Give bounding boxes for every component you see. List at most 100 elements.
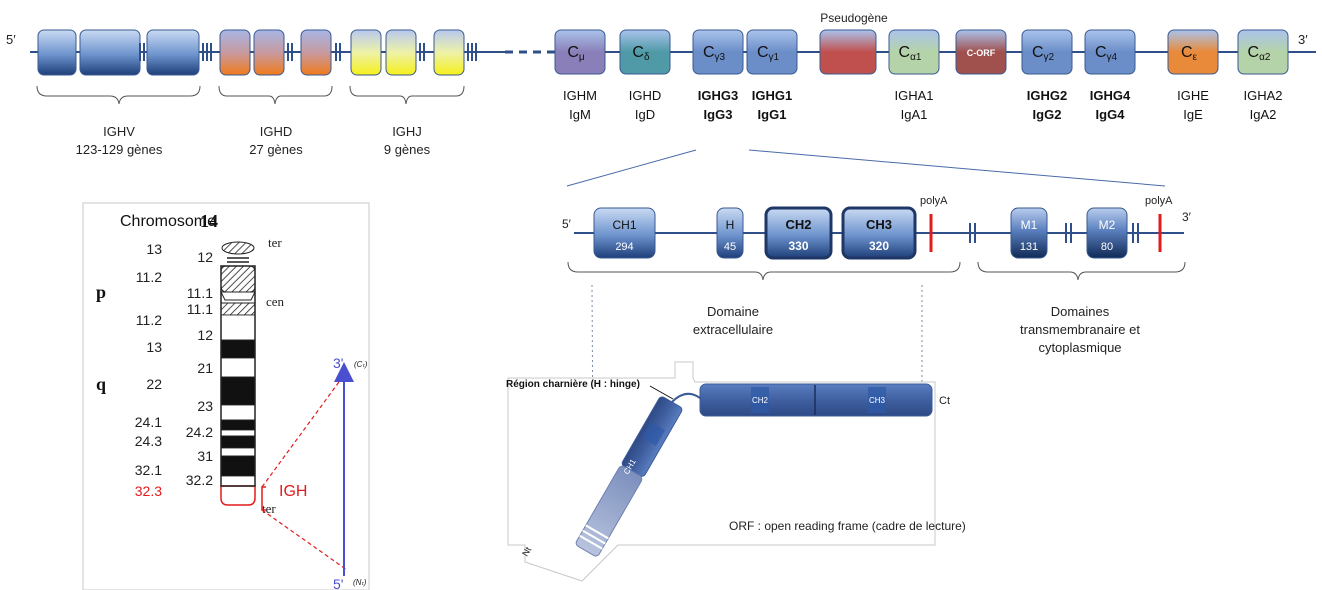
vh-segment — [575, 465, 643, 557]
left-band-label: 24.3 — [135, 433, 162, 449]
domain-labels: Domaine extracellulaire Domaines transme… — [693, 304, 1140, 355]
right-band-label: 21 — [197, 360, 213, 376]
protein-ch2-label: CH2 — [752, 396, 769, 405]
arrow-top-sub: (Cₜ) — [354, 360, 368, 369]
left-band-label: 11.2 — [136, 312, 162, 328]
ter-top-label: ter — [268, 235, 282, 250]
constant-gene-symbol: Cγ2 — [1032, 44, 1055, 63]
constant-gene-box — [1084, 29, 1136, 75]
isotype-label: IgE — [1183, 107, 1203, 122]
gene-name-label: IGHG3 — [698, 88, 738, 103]
ighv-segments — [37, 29, 200, 76]
isotype-label: IgA1 — [901, 107, 928, 122]
domain-transmembrane-line1: Domaines — [1051, 304, 1110, 319]
constant-gene-symbol: Cγ4 — [1095, 44, 1118, 63]
centromere-band — [220, 302, 256, 316]
right-band-label: 12 — [197, 327, 213, 343]
chromosome-band — [220, 357, 256, 378]
gene-name-label: IGHM — [563, 88, 597, 103]
constant-gene-box — [554, 29, 606, 75]
exon-name-label: M2 — [1099, 218, 1116, 232]
chromosome-band — [220, 435, 256, 449]
chromosome-band — [220, 419, 256, 431]
arm-p-label: p — [96, 282, 106, 302]
chromosome-band — [220, 314, 256, 341]
ch2-stripe — [751, 387, 769, 413]
right-band-label: 11.1 — [187, 301, 213, 317]
gene-name-label: IGHA1 — [894, 88, 933, 103]
exon-5prime-label: 5′ — [562, 217, 572, 231]
polya-label-2: polyA — [1145, 195, 1173, 207]
ch3-stripe — [868, 387, 886, 413]
exon-size-label: 80 — [1101, 241, 1113, 253]
gene-name-label: IGHG4 — [1090, 88, 1131, 103]
exon-name-label: CH3 — [866, 217, 892, 232]
gene-name-label: IGHG1 — [752, 88, 792, 103]
arrow-top-label: 3' — [333, 355, 343, 371]
group-name-ighj: IGHJ — [392, 124, 422, 139]
right-band-label: 31 — [197, 448, 213, 464]
right-band-label: 12 — [197, 249, 213, 265]
chromosome-ideogram — [220, 241, 256, 506]
domain-transmembrane-line3: cytoplasmique — [1038, 340, 1121, 355]
constant-gene-box — [888, 29, 940, 75]
exon-box-ch2 — [764, 206, 833, 260]
stalk-band — [220, 265, 256, 293]
constant-gene-symbol: Cε — [1181, 44, 1198, 63]
exon-box-ch3 — [841, 206, 917, 260]
constant-gene-symbol: Cα1 — [899, 44, 922, 63]
gene-name-label: IGHA2 — [1243, 88, 1282, 103]
locus-5prime-label: 5′ — [6, 32, 16, 47]
polya-markers: polyA polyA — [920, 195, 1173, 252]
right-band-label: 23 — [197, 398, 213, 414]
igh-band — [220, 485, 256, 506]
arrow-bottom-label: 5' — [333, 576, 343, 590]
domain-extracellular-line2: extracellulaire — [693, 322, 773, 337]
constant-gene-symbol: Cγ3 — [703, 44, 726, 63]
isotype-label: IgG3 — [704, 107, 733, 122]
exon-size-label: 45 — [724, 241, 736, 253]
left-band-label: 24.1 — [135, 414, 162, 430]
exon-name-label: CH2 — [785, 217, 811, 232]
igh-zoom-line-top — [261, 370, 348, 488]
protein-panel: CH2 CH3 Ct Région charnière (H : hinge) … — [506, 361, 966, 582]
locus-breaks — [139, 43, 477, 61]
chromosome-band — [220, 339, 256, 359]
isotype-label: IgD — [635, 107, 655, 122]
constant-gene-box — [955, 29, 1007, 75]
exon-box-ch1 — [593, 207, 656, 259]
isotype-label: IgG1 — [758, 107, 787, 122]
c-orf-label: C-ORF — [967, 48, 996, 58]
ter-bottom-label: ter — [262, 501, 276, 516]
polya-label-1: polyA — [920, 195, 948, 207]
zoom-lines — [566, 149, 1166, 187]
group-count-ighj: 9 gènes — [384, 142, 431, 157]
constant-gene-box — [1167, 29, 1219, 75]
chromosome-title: Chromosome — [120, 213, 216, 230]
domain-braces — [567, 261, 1186, 281]
group-braces — [36, 85, 465, 105]
arm-q-label: q — [96, 374, 106, 394]
exon-breaks — [969, 223, 1139, 243]
igh-zoom-line-bottom — [261, 509, 348, 571]
left-band-label: 13 — [146, 241, 162, 257]
isotype-label: IgA2 — [1250, 107, 1277, 122]
constant-gene-box — [692, 29, 744, 75]
chromosome-band — [220, 447, 256, 457]
igh-label: IGH — [279, 483, 307, 500]
cen-label: cen — [266, 294, 285, 309]
exon-name-label: H — [726, 218, 735, 232]
group-count-ighv: 123-129 gènes — [76, 142, 163, 157]
constant-gene-box — [819, 29, 877, 75]
isotype-label: IgG2 — [1033, 107, 1062, 122]
chromosome-band — [220, 455, 256, 477]
domain-extracellular-line1: Domaine — [707, 304, 759, 319]
isotype-label: IgG4 — [1096, 107, 1126, 122]
ighd-segments — [219, 29, 332, 76]
gene-name-label: IGHE — [1177, 88, 1209, 103]
domain-transmembrane-line2: transmembranaire et — [1020, 322, 1140, 337]
right-band-label: 11.1 — [187, 285, 213, 301]
